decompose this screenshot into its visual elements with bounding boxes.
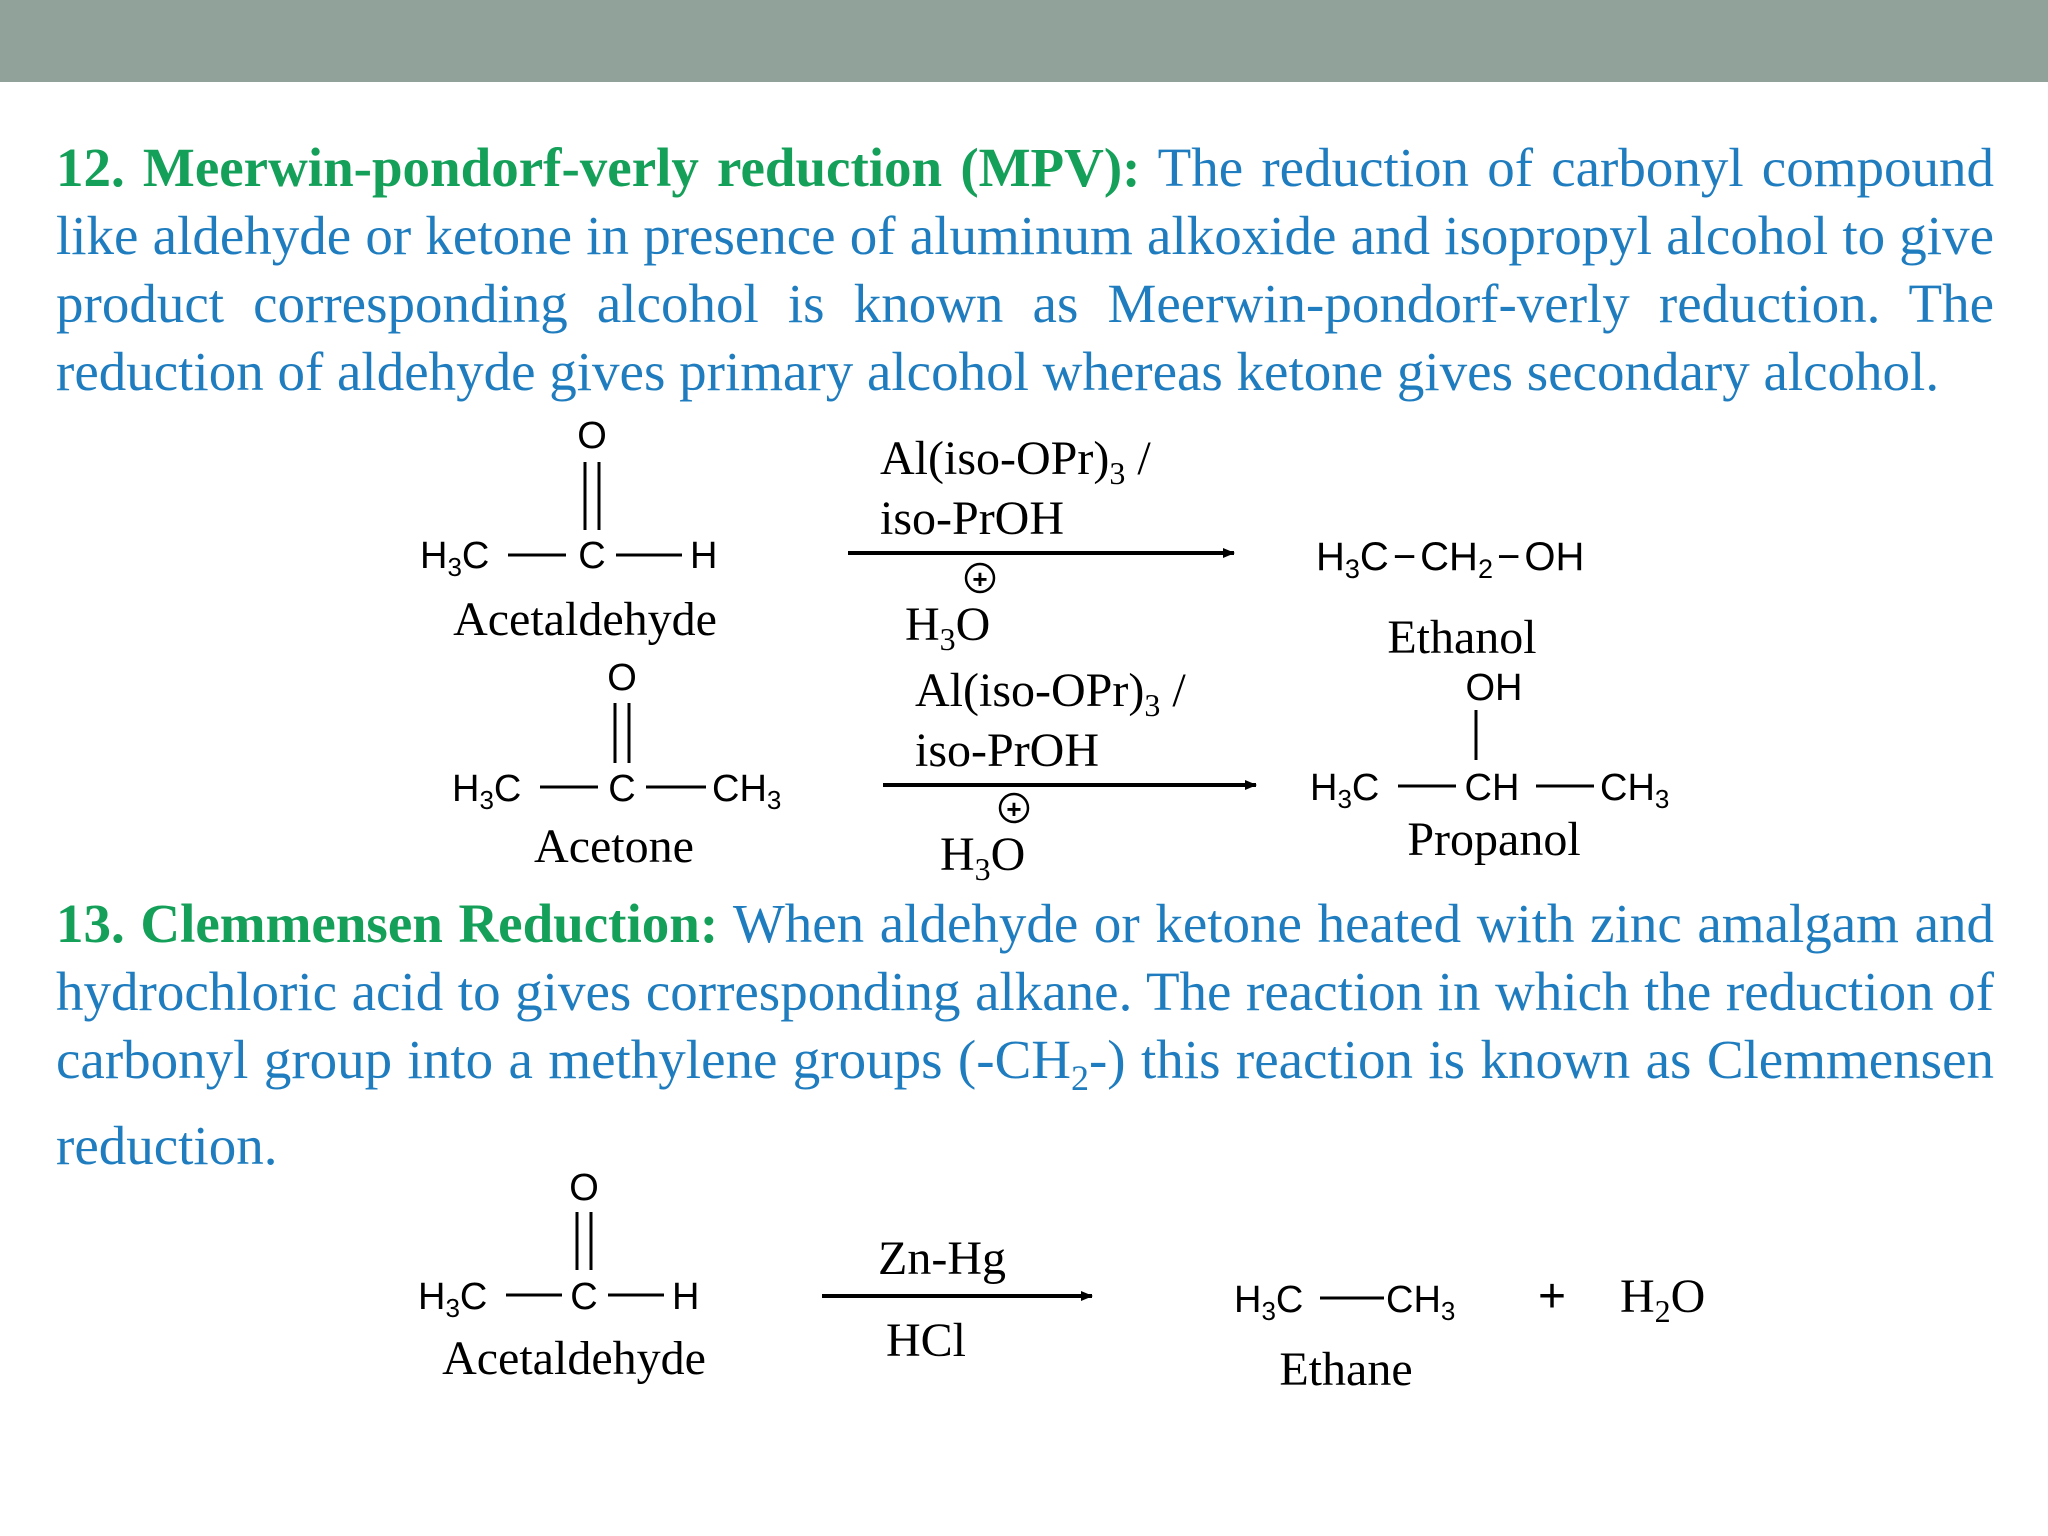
reaction2-reagent-line1: Al(iso-OPr)3 /: [915, 664, 1186, 723]
reaction3-reagent-top: Zn-Hg: [878, 1232, 1006, 1285]
reaction2-reactant-name: Acetone: [534, 820, 694, 873]
reaction3-water: H2O: [1620, 1270, 1705, 1329]
reaction3-reactant-center: C: [570, 1276, 597, 1318]
clemmensen-body-part2: -) this reaction is known as Clemmensen …: [56, 1029, 1994, 1176]
reaction3-plus: +: [1538, 1270, 1566, 1323]
reaction2-plus-sign: +: [1006, 794, 1021, 824]
reaction1-carbonyl-o: O: [577, 415, 607, 457]
reaction2-product-oh: OH: [1466, 667, 1523, 709]
reaction1: O H3C C H Acetaldehyde Al(iso-OPr)3 / is…: [420, 415, 1584, 664]
reaction2-carbonyl-o: O: [607, 657, 637, 699]
reaction3-reactant-right: H: [672, 1276, 699, 1318]
reaction2-reagent-water: H3O: [940, 828, 1025, 887]
reaction3-product-left: H3C: [1234, 1279, 1303, 1326]
reaction3-product-right: CH3: [1386, 1279, 1455, 1326]
reaction1-product-name: Ethanol: [1387, 611, 1536, 664]
reaction2-product-name: Propanol: [1407, 813, 1580, 866]
title-bar: [0, 0, 2048, 82]
reaction1-reagent-line1: Al(iso-OPr)3 /: [880, 432, 1151, 491]
reaction3: O H3C C H Acetaldehyde Zn-Hg HCl H3C CH3…: [418, 1167, 1705, 1396]
reaction2-reactant-left: H3C: [452, 768, 521, 815]
reaction1-plus-circle-icon: [964, 562, 996, 594]
reaction2-product-right: CH3: [1600, 767, 1669, 814]
reaction1-reagent-water: H3O: [905, 598, 990, 657]
mpv-heading: 12. Meerwin-pondorf-verly reduction (MPV…: [56, 137, 1141, 198]
clemmensen-heading: 13. Clemmensen Reduction:: [56, 893, 719, 954]
reaction3-product-name: Ethane: [1279, 1343, 1412, 1396]
reaction2-reactant-right: CH3: [712, 768, 781, 815]
reaction3-carbonyl-o: O: [569, 1167, 599, 1209]
reaction2-product-left: H3C: [1310, 767, 1379, 814]
reaction1-reactant-right: H: [690, 535, 717, 577]
reaction2-product-center: CH: [1465, 767, 1520, 809]
reaction3-reagent-bottom: HCl: [886, 1314, 966, 1367]
reaction2-reactant-center: C: [608, 768, 635, 810]
reaction1-plus-sign: +: [972, 564, 987, 594]
reaction2: O H3C C CH3 Acetone Al(iso-OPr)3 / iso-P…: [452, 657, 1669, 887]
clemmensen-body-sub: 2: [1070, 1058, 1089, 1098]
reaction1-reagent-line2: iso-PrOH: [880, 492, 1064, 545]
reaction1-reactant-left: H3C: [420, 535, 489, 582]
mpv-body: The reduction of carbonyl compound like …: [56, 137, 1994, 402]
mpv-paragraph: 12. Meerwin-pondorf-verly reduction (MPV…: [56, 134, 1994, 406]
reaction1-reactant-name: Acetaldehyde: [453, 593, 717, 646]
reaction1-product-formula: H3C−CH2−OH: [1316, 535, 1584, 584]
reaction3-reactant-name: Acetaldehyde: [442, 1332, 706, 1385]
reaction2-plus-circle-icon: [998, 792, 1030, 824]
clemmensen-paragraph: 13. Clemmensen Reduction: When aldehyde …: [56, 890, 1994, 1180]
reaction1-reactant-center: C: [578, 535, 605, 577]
reaction2-reagent-line2: iso-PrOH: [915, 724, 1099, 777]
reaction3-reactant-left: H3C: [418, 1276, 487, 1323]
clemmensen-body-part1: When aldehyde or ketone heated with zinc…: [56, 893, 1995, 1090]
